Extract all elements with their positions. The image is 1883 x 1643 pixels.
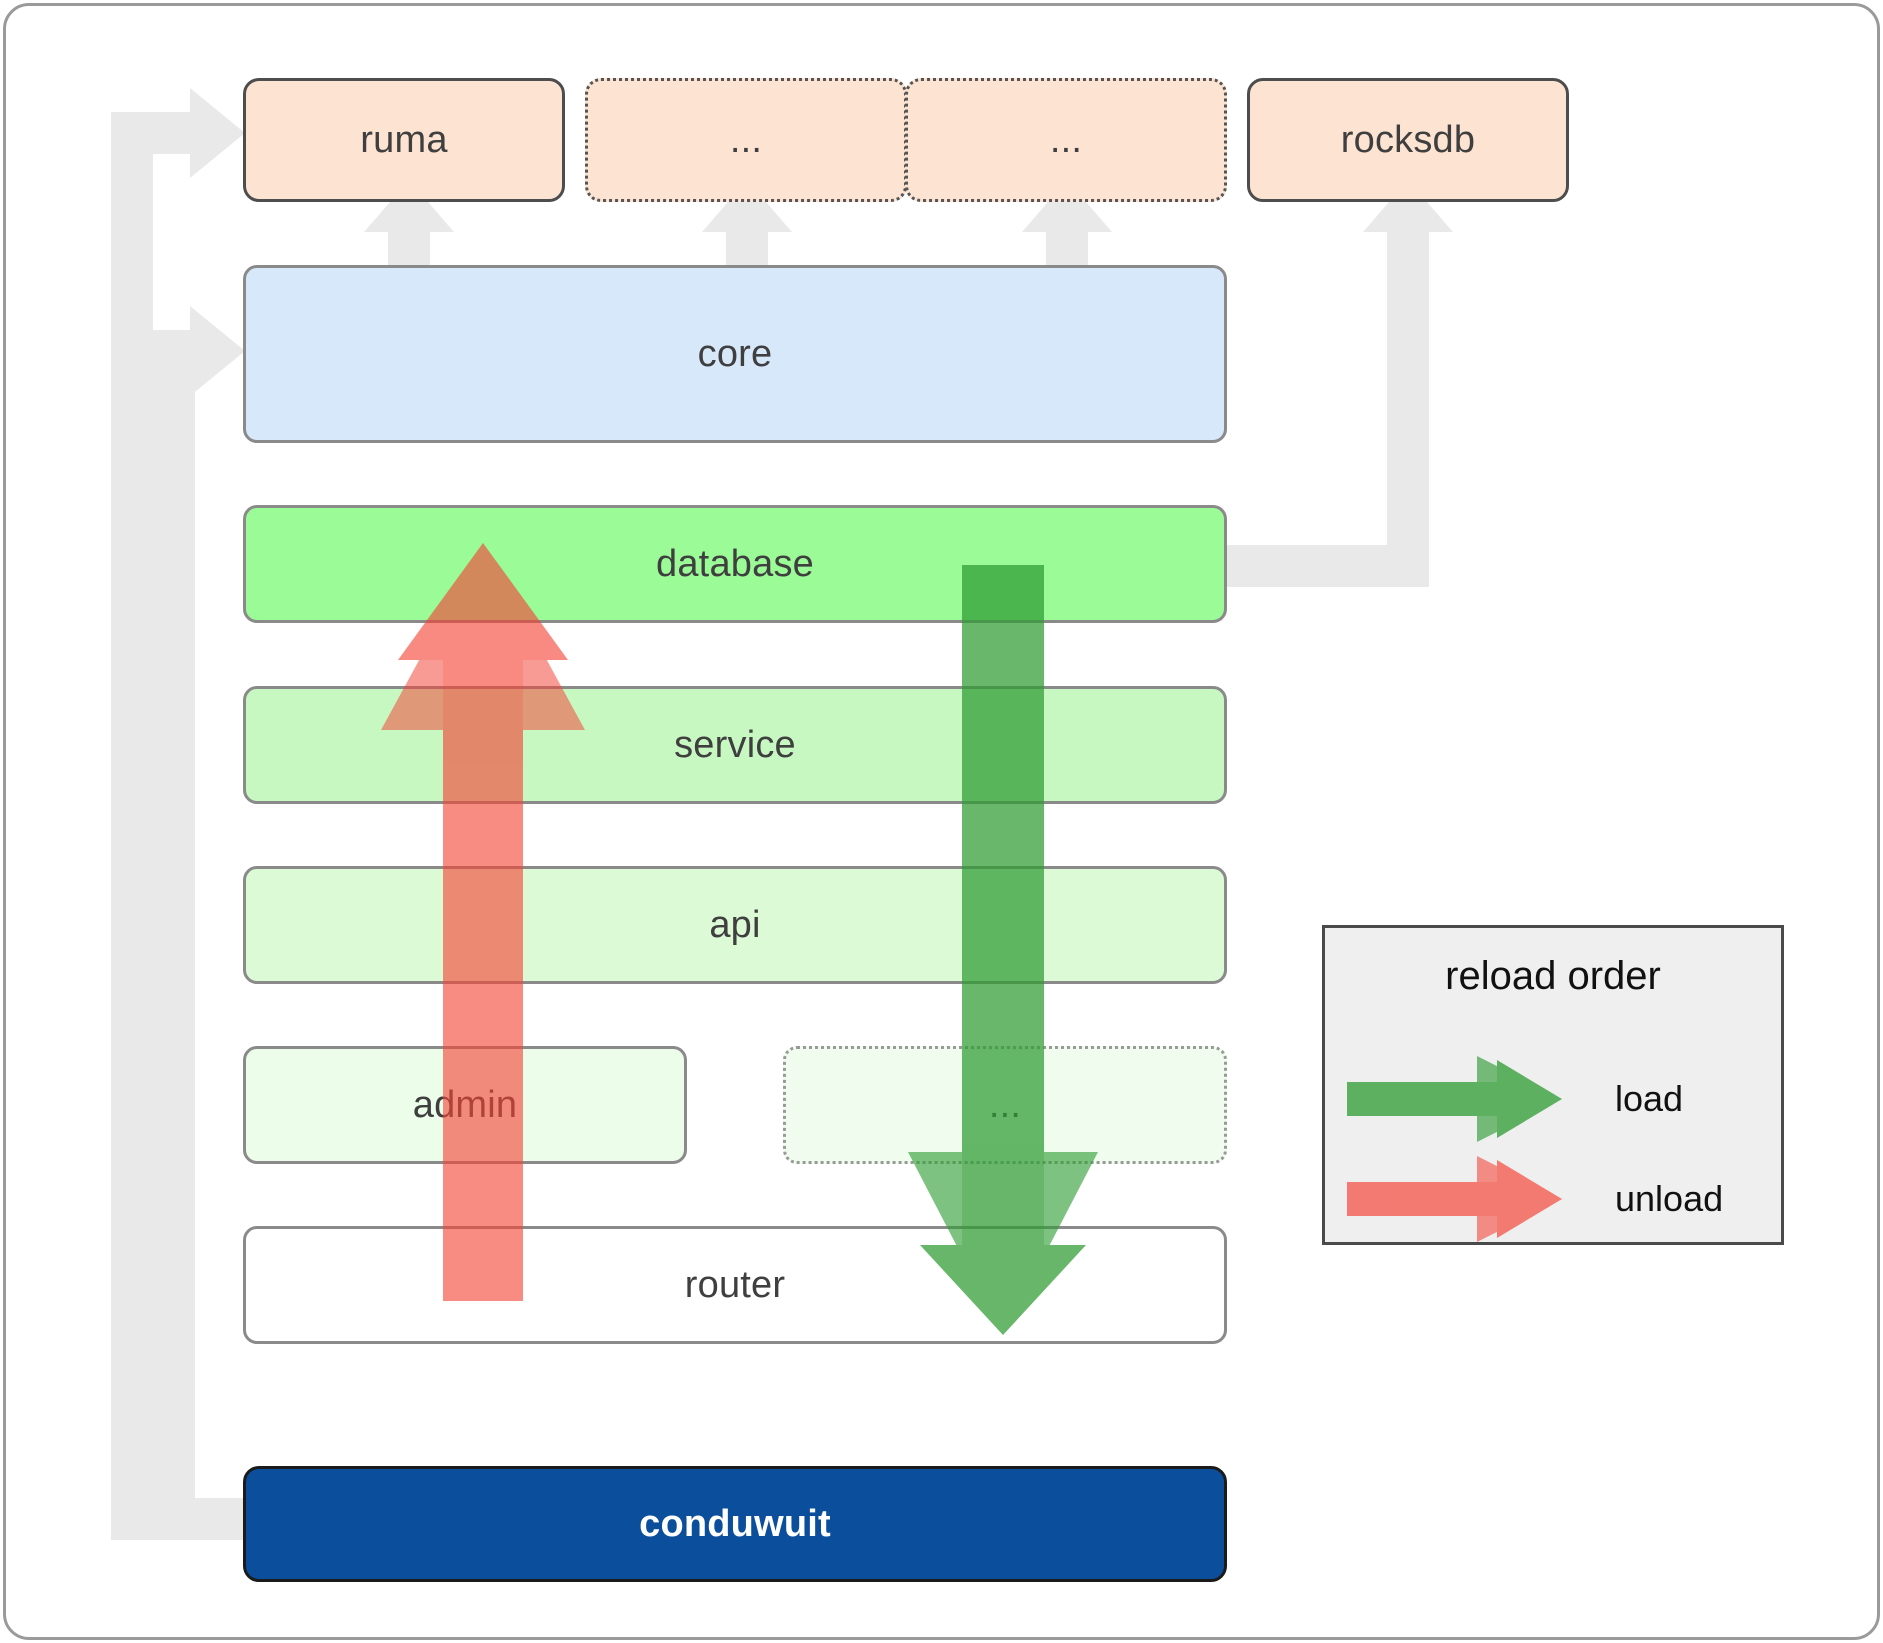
legend-title: reload order [1445,954,1661,998]
layer-admin-label: admin [412,1083,518,1126]
node-conduwuit-label: conduwuit [639,1502,831,1545]
layer-database[interactable]: database [243,505,1227,623]
layer-service-label: service [674,723,796,766]
legend-panel: reload order load [1322,925,1784,1245]
layer-placeholder[interactable]: ... [783,1046,1227,1164]
load-arrow-icon [1347,1056,1587,1142]
crate-placeholder-2[interactable]: ... [905,78,1227,202]
legend-unload-label: unload [1615,1178,1724,1219]
legend-row-load: load [1347,1056,1777,1142]
node-conduwuit[interactable]: conduwuit [243,1466,1227,1582]
crate-ruma-label: ruma [360,118,448,161]
crate-rocksdb[interactable]: rocksdb [1247,78,1569,202]
unload-arrow-icon [1347,1156,1587,1242]
crate-rocksdb-label: rocksdb [1340,118,1476,161]
layer-core-label: core [697,332,773,375]
crate-placeholder-1-label: ... [729,118,763,161]
legend-row-unload: unload [1347,1156,1777,1242]
layer-router[interactable]: router [243,1226,1227,1344]
crate-placeholder-1[interactable]: ... [585,78,907,202]
layer-placeholder-label: ... [988,1083,1022,1126]
layer-service[interactable]: service [243,686,1227,804]
legend-load-label: load [1615,1078,1684,1119]
layer-core[interactable]: core [243,265,1227,443]
layer-database-label: database [656,542,814,585]
crate-ruma[interactable]: ruma [243,78,565,202]
layer-router-label: router [684,1263,786,1306]
layer-api[interactable]: api [243,866,1227,984]
crate-placeholder-2-label: ... [1049,118,1083,161]
layer-admin[interactable]: admin [243,1046,687,1164]
layer-api-label: api [709,903,761,946]
